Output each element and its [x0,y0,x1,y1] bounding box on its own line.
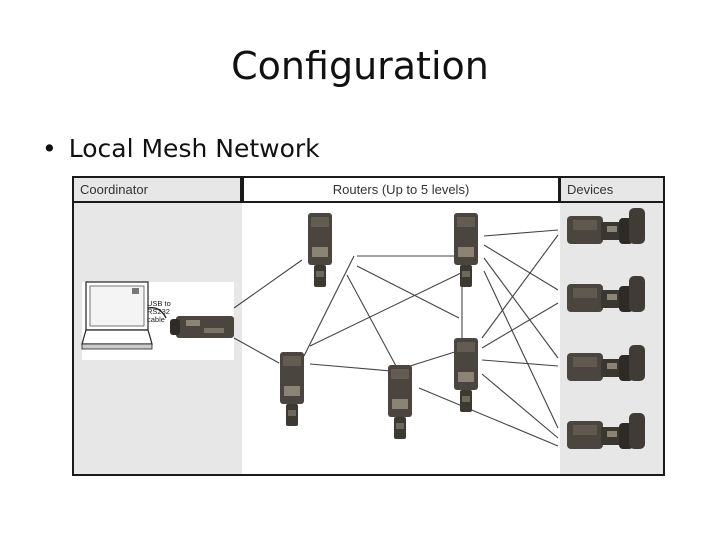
cable-adapter-icon [170,316,234,338]
link [303,255,355,357]
link [233,337,280,364]
end-device-node [567,276,645,312]
link [309,363,392,372]
mesh-network-diagram: Coordinator Routers (Up to 5 levels) Dev… [72,176,665,476]
nodes-layer [280,208,645,449]
end-device-node [567,208,645,244]
link [483,244,559,291]
router-node [454,338,478,412]
cable-label: USB to RS232 cable [147,300,181,324]
router-node [308,213,332,287]
end-device-node [567,345,645,381]
link [233,259,303,309]
link [483,257,559,359]
link [409,349,462,367]
bullet-item: • Local Mesh Network [42,134,320,163]
link [309,272,462,347]
router-node [388,365,412,439]
link [481,373,559,439]
slide-title: Configuration [231,44,489,88]
routers-header: Routers (Up to 5 levels) [242,178,560,203]
cable-label-line: cable [147,315,165,324]
end-device-node [567,413,645,449]
cable-label-line: USB to [147,299,171,308]
link [481,234,559,339]
network-links [81,229,559,447]
devices-header: Devices [560,178,663,203]
laptop-icon [81,281,167,350]
link [483,229,559,237]
coordinator-header: Coordinator [74,178,242,203]
router-node [280,352,304,426]
link [481,359,559,367]
link [483,270,559,429]
link [418,387,559,447]
link [481,302,559,349]
cable-label-line: RS232 [147,307,170,316]
bullet-text: Local Mesh Network [68,134,320,163]
link [356,265,460,319]
bullet-dot: • [42,134,57,163]
link [346,274,397,367]
router-node [454,213,478,287]
